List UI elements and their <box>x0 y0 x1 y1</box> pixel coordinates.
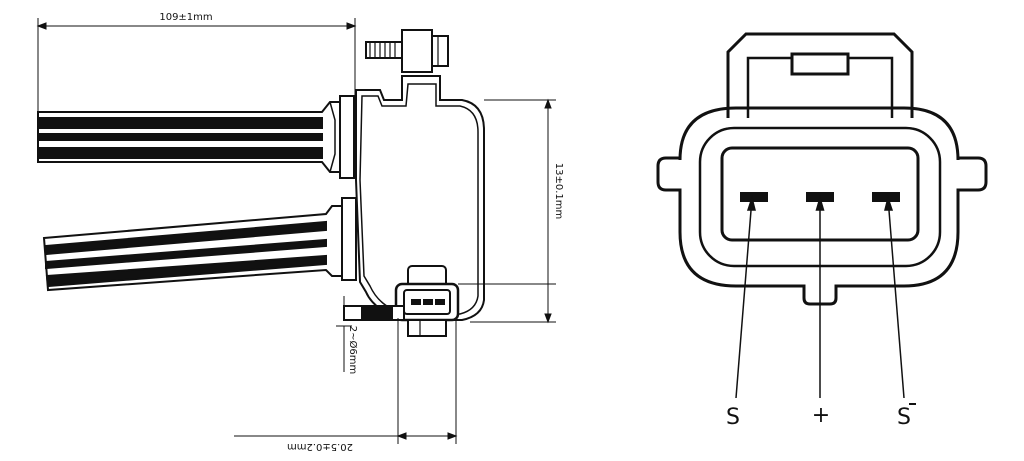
mounting-tab <box>343 296 405 321</box>
width-dimension <box>234 318 458 444</box>
height-label: 13±0.1mm <box>553 163 564 220</box>
pin-leaders <box>735 195 905 399</box>
width-label: 20.5±0.2mm <box>287 441 353 452</box>
connector-outer-shell <box>656 106 988 306</box>
upper-boot <box>37 95 355 179</box>
connector-face-view <box>656 32 988 399</box>
lower-boot <box>42 197 357 292</box>
connector-latch <box>726 32 914 118</box>
length-dimension <box>36 18 357 112</box>
height-dimension <box>458 98 556 324</box>
mounting-stud <box>365 29 449 73</box>
coil-side-view <box>36 18 556 444</box>
side-connector <box>394 265 460 337</box>
pin-label-left: S <box>726 405 740 430</box>
hole-dimension <box>336 325 352 372</box>
pin-right <box>872 192 900 202</box>
pin-label-right: S <box>897 405 911 430</box>
hole-label: 2~Ø6mm <box>347 326 359 374</box>
coil-housing <box>355 75 485 321</box>
pin-left <box>740 192 768 202</box>
pin-label-middle: + <box>812 403 830 428</box>
length-label: 109±1mm <box>159 12 212 23</box>
